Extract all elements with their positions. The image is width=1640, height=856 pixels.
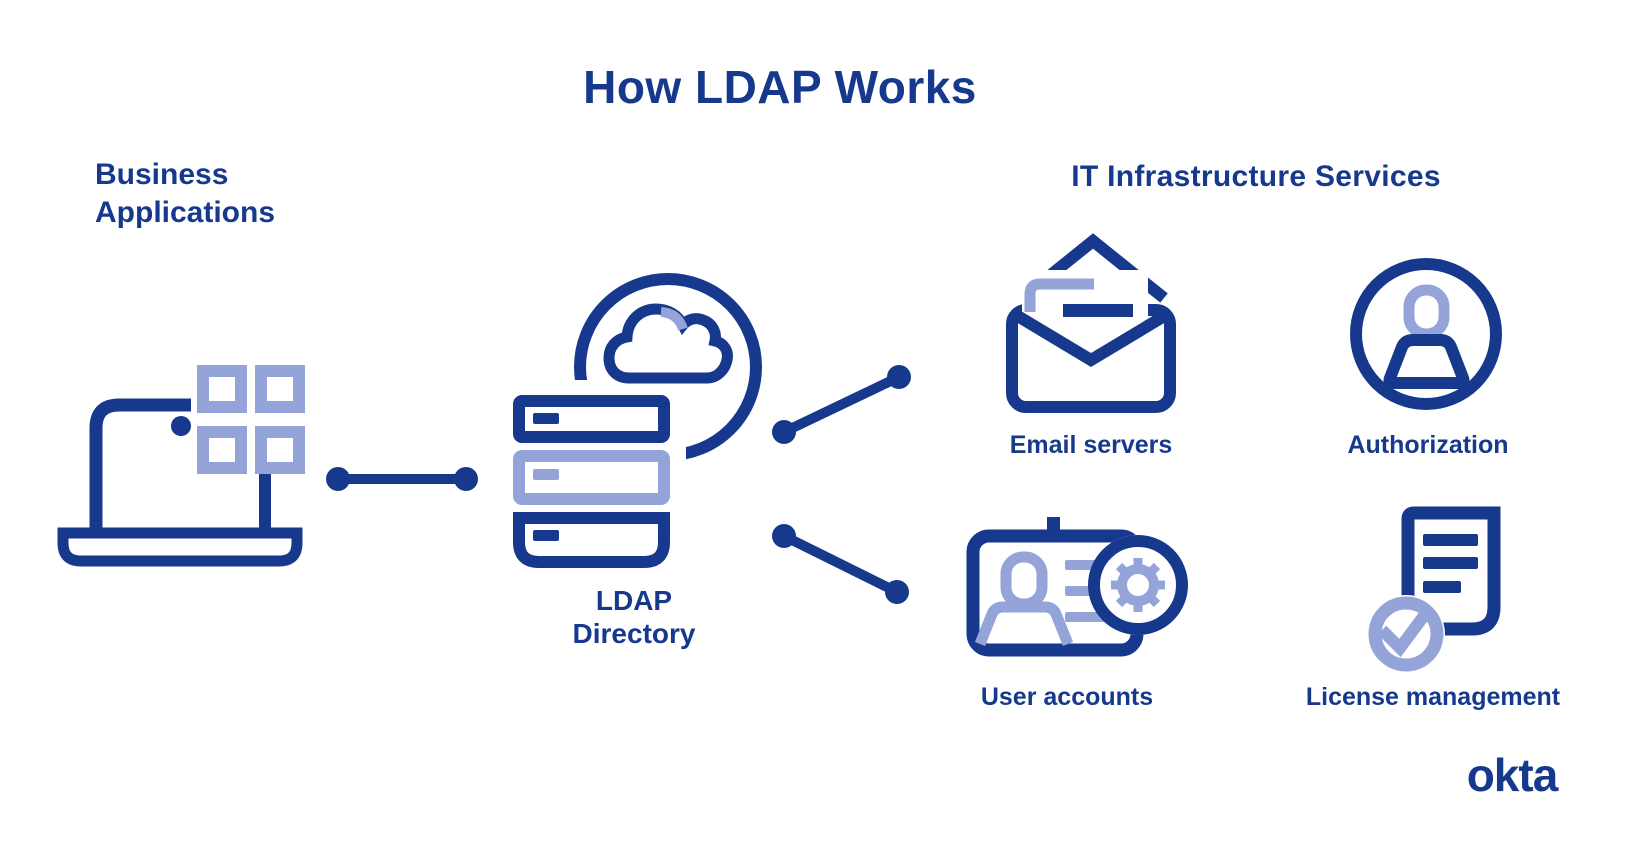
- doc-line: [1423, 581, 1461, 593]
- ldap-directory-line2: Directory: [572, 618, 696, 649]
- ldap-directory-label: LDAP Directory: [534, 584, 734, 650]
- user-accounts-label: User accounts: [980, 683, 1154, 711]
- license-management-label: License management: [1305, 683, 1561, 711]
- doc-line: [1423, 534, 1478, 546]
- it-infrastructure-header: IT Infrastructure Services: [1071, 160, 1441, 193]
- connector-ldap-to-email: [772, 365, 911, 444]
- person-in-circle-icon: [1350, 258, 1502, 410]
- business-applications-line2: Applications: [95, 196, 276, 229]
- letter-corner: [1024, 278, 1094, 312]
- okta-logo: okta: [1466, 749, 1559, 801]
- email-servers-label: Email servers: [1009, 431, 1173, 459]
- connector-ldap-to-user-accounts: [772, 524, 909, 604]
- envelope-fold: [1012, 309, 1170, 367]
- gear-icon: [1111, 558, 1165, 612]
- check-mark: [1377, 609, 1431, 658]
- business-applications-line1: Business: [95, 158, 229, 191]
- cloud-server-stack-icon: [498, 273, 762, 580]
- card-person-shoulders: [974, 601, 1074, 647]
- id-card-gear-icon: [966, 517, 1188, 657]
- person-shoulders: [1383, 334, 1470, 389]
- ldap-directory-line1: LDAP: [595, 585, 673, 616]
- document-checkmark-icon: [1367, 506, 1501, 673]
- doc-line: [1423, 557, 1478, 569]
- laptop-business-apps-icon: [57, 365, 305, 567]
- cloud-icon: [603, 303, 733, 384]
- page-title: How LDAP Works: [583, 61, 977, 113]
- person-head: [1403, 284, 1450, 340]
- letter-line: [1063, 304, 1133, 317]
- connector-business-to-ldap: [326, 467, 478, 491]
- business-applications-label: Business Applications: [95, 156, 275, 232]
- authorization-label: Authorization: [1347, 431, 1509, 459]
- cloud-highlight: [660, 307, 688, 331]
- laptop-dot: [171, 416, 191, 436]
- open-envelope-icon: [1006, 233, 1176, 413]
